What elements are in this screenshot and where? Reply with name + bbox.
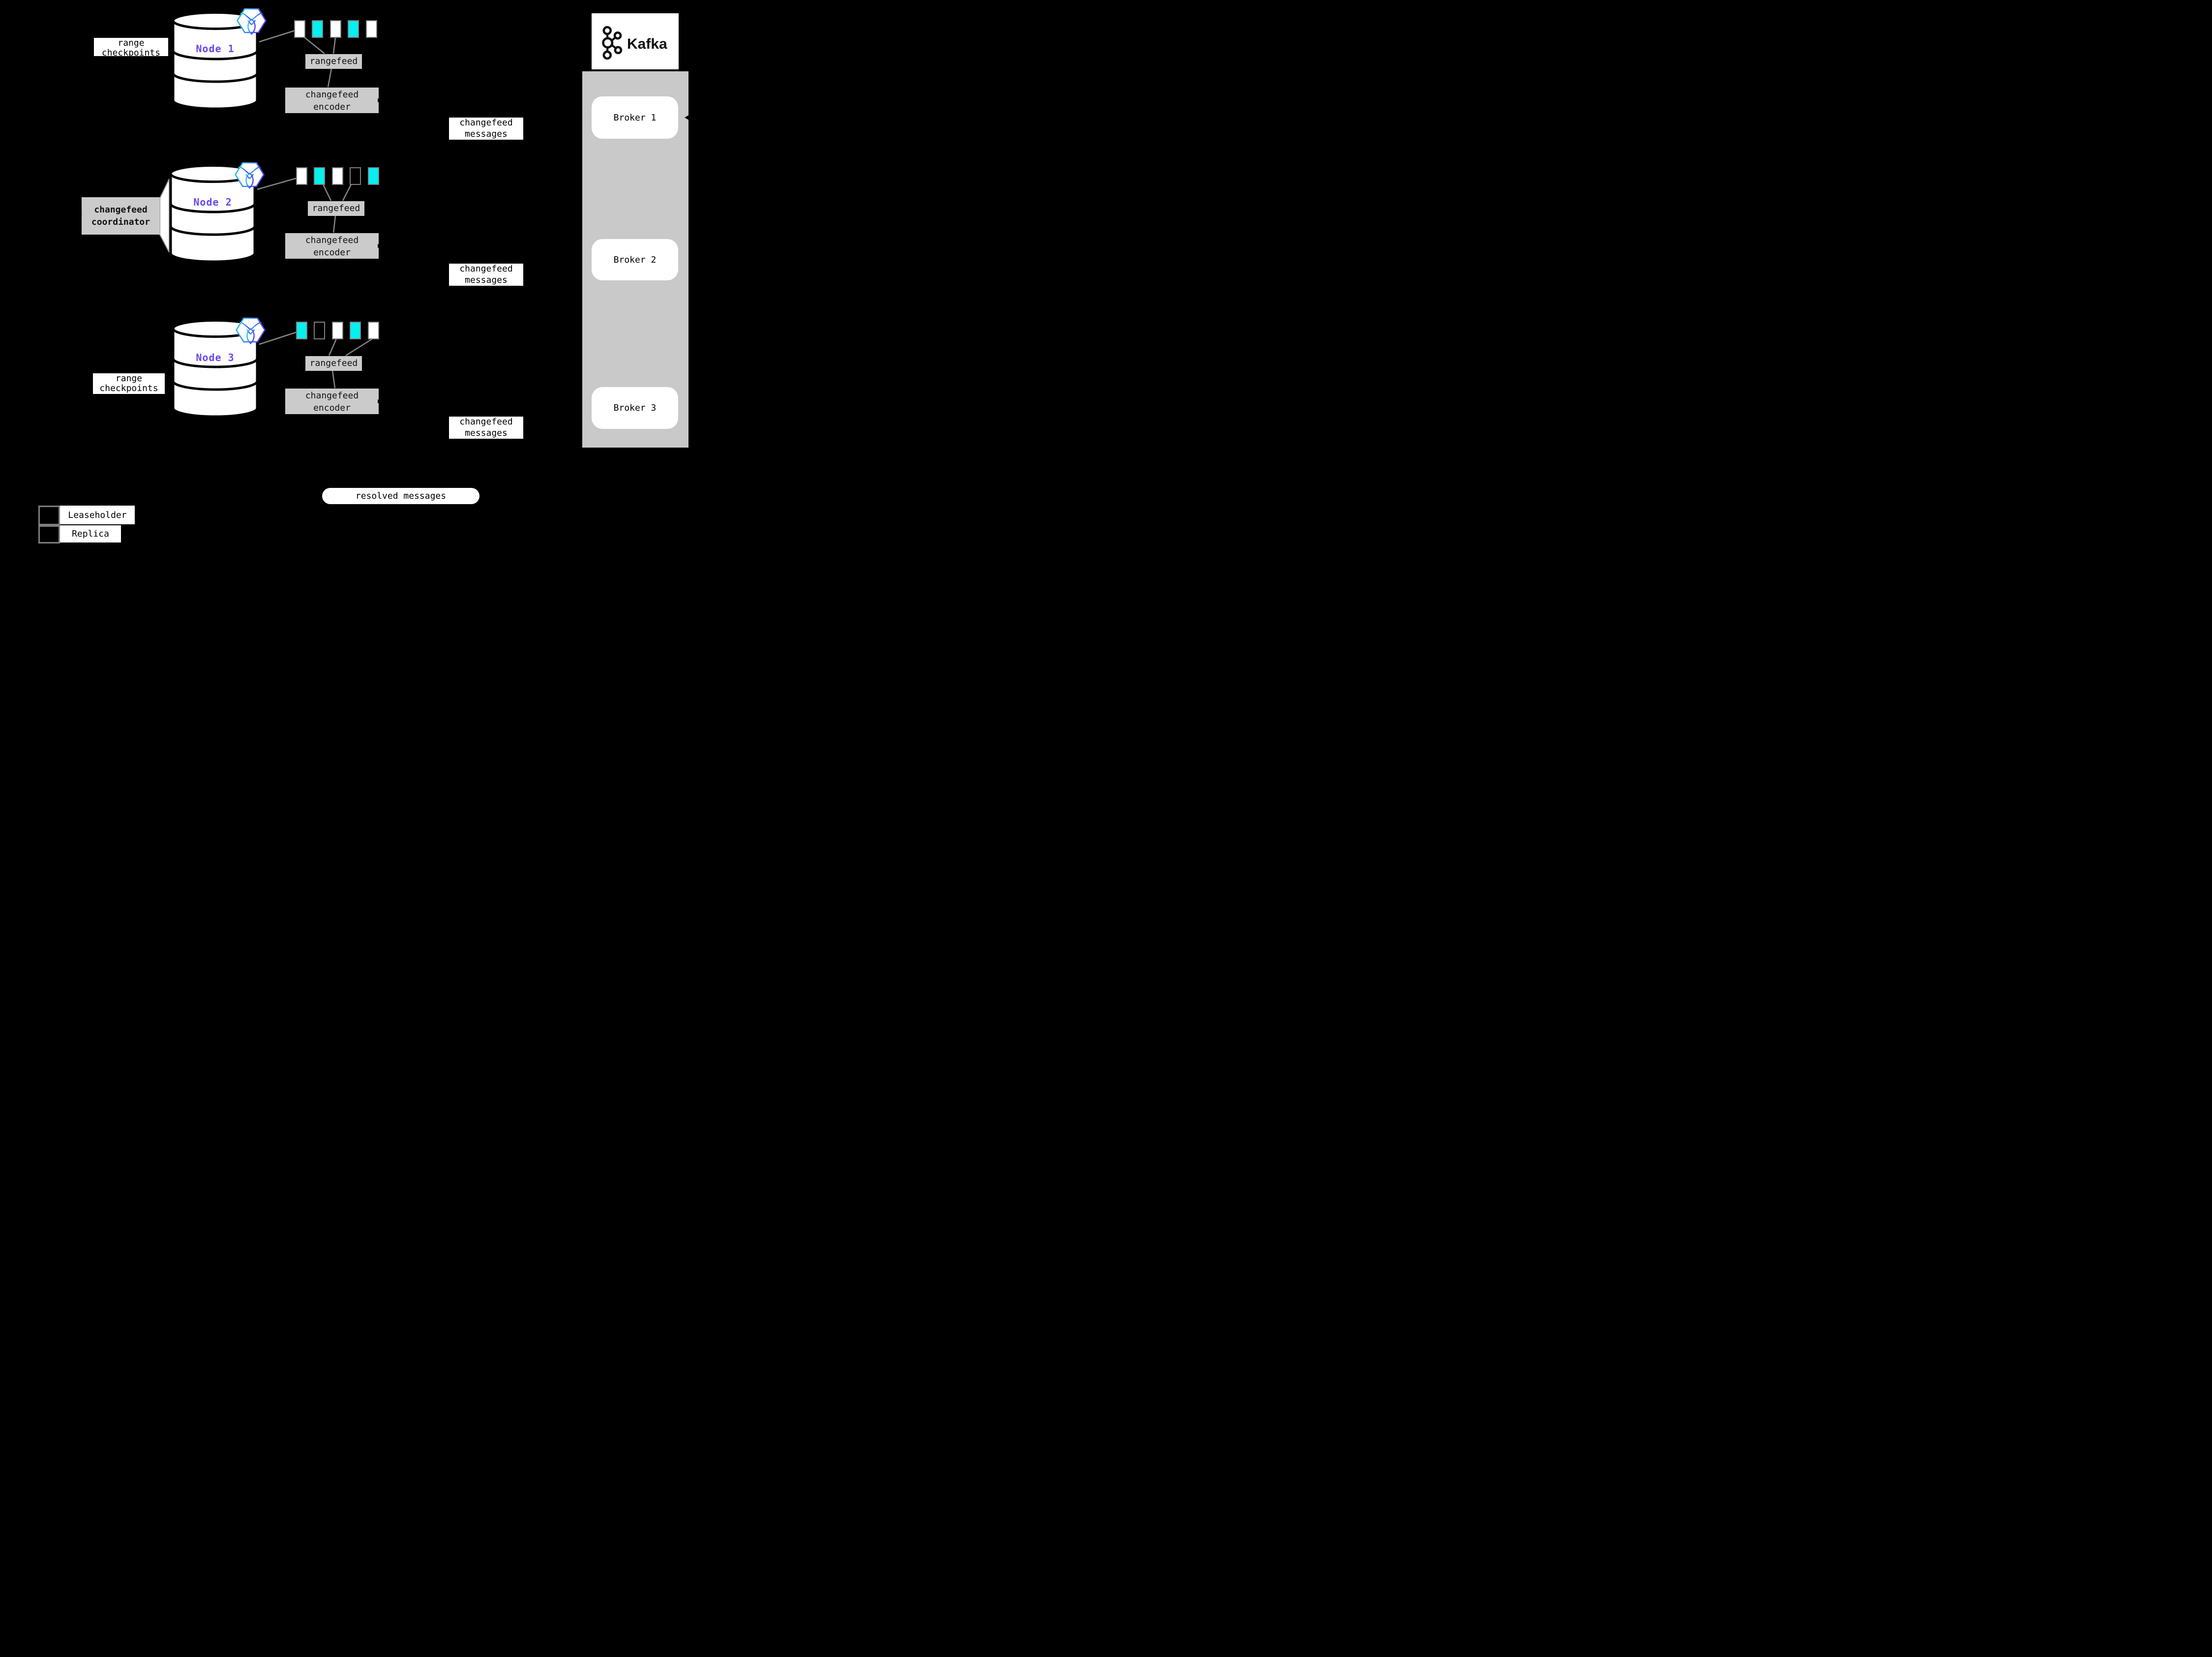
node2-range-square-2 bbox=[314, 167, 325, 185]
node2-range-square-1 bbox=[296, 167, 307, 185]
node3-range-square-3 bbox=[332, 322, 343, 339]
node2-label: Node 2 bbox=[193, 196, 232, 208]
node3-range-square-1 bbox=[296, 322, 307, 339]
kafka-logo-card: Kafka bbox=[592, 13, 679, 69]
node1-rangefeed-box: rangefeed bbox=[305, 54, 362, 69]
changefeed-messages-label-3: changefeed messages bbox=[449, 417, 523, 439]
node2-range-square-5 bbox=[368, 167, 379, 185]
node2-range-square-4 bbox=[350, 167, 361, 185]
node1-range-checkpoints-label: range checkpoints bbox=[94, 38, 168, 56]
cockroachdb-logo-icon bbox=[236, 8, 267, 35]
node3-changefeed-encoder-box: changefeed encoder bbox=[285, 389, 379, 414]
cockroachdb-logo-icon bbox=[235, 317, 266, 345]
node1-range-square-4 bbox=[348, 20, 359, 38]
changefeed-coordinator-box: changefeed coordinator bbox=[82, 197, 160, 235]
node3-range-square-5 bbox=[368, 322, 379, 339]
diagram-canvas: Node 1 rangefeed changefeed encoder rang… bbox=[0, 0, 737, 552]
node3-range-checkpoints-label: range checkpoints bbox=[93, 373, 165, 394]
changefeed-messages-label-2: changefeed messages bbox=[449, 264, 523, 286]
node1-range-square-5 bbox=[366, 20, 377, 38]
legend-leaseholder-label: Leaseholder bbox=[60, 506, 135, 524]
node1-changefeed-encoder-box: changefeed encoder bbox=[285, 88, 379, 113]
kafka-logo-text: Kafka bbox=[627, 36, 667, 52]
node2-database-cylinder-icon bbox=[169, 164, 256, 263]
kafka-broker-2: Broker 2 bbox=[592, 239, 678, 280]
node1-range-square-3 bbox=[330, 20, 341, 38]
resolved-messages-label: resolved messages bbox=[322, 488, 479, 504]
kafka-broker-3: Broker 3 bbox=[592, 387, 678, 429]
node3-database-cylinder-icon bbox=[172, 319, 259, 418]
legend-replica-label: Replica bbox=[60, 525, 121, 542]
node2-range-square-3 bbox=[332, 167, 343, 185]
node1-database-cylinder-icon bbox=[172, 11, 259, 110]
changefeed-messages-label-1: changefeed messages bbox=[449, 118, 523, 140]
node2-changefeed-encoder-box: changefeed encoder bbox=[285, 233, 379, 259]
legend-leaseholder-swatch bbox=[38, 506, 60, 525]
legend-replica-swatch bbox=[38, 525, 60, 543]
node1-range-square-1 bbox=[294, 20, 305, 38]
node3-range-square-4 bbox=[350, 322, 361, 339]
node3-label: Node 3 bbox=[196, 352, 235, 363]
node1-range-square-2 bbox=[312, 20, 323, 38]
coordinator-funnel-shape bbox=[159, 179, 170, 253]
kafka-broker-1: Broker 1 bbox=[592, 96, 678, 139]
node3-rangefeed-box: rangefeed bbox=[305, 356, 362, 371]
kafka-logo-icon bbox=[602, 26, 623, 60]
node2-rangefeed-box: rangefeed bbox=[308, 201, 364, 216]
cockroachdb-logo-icon bbox=[234, 162, 265, 189]
node3-range-square-2 bbox=[314, 322, 325, 339]
node1-label: Node 1 bbox=[196, 43, 235, 55]
